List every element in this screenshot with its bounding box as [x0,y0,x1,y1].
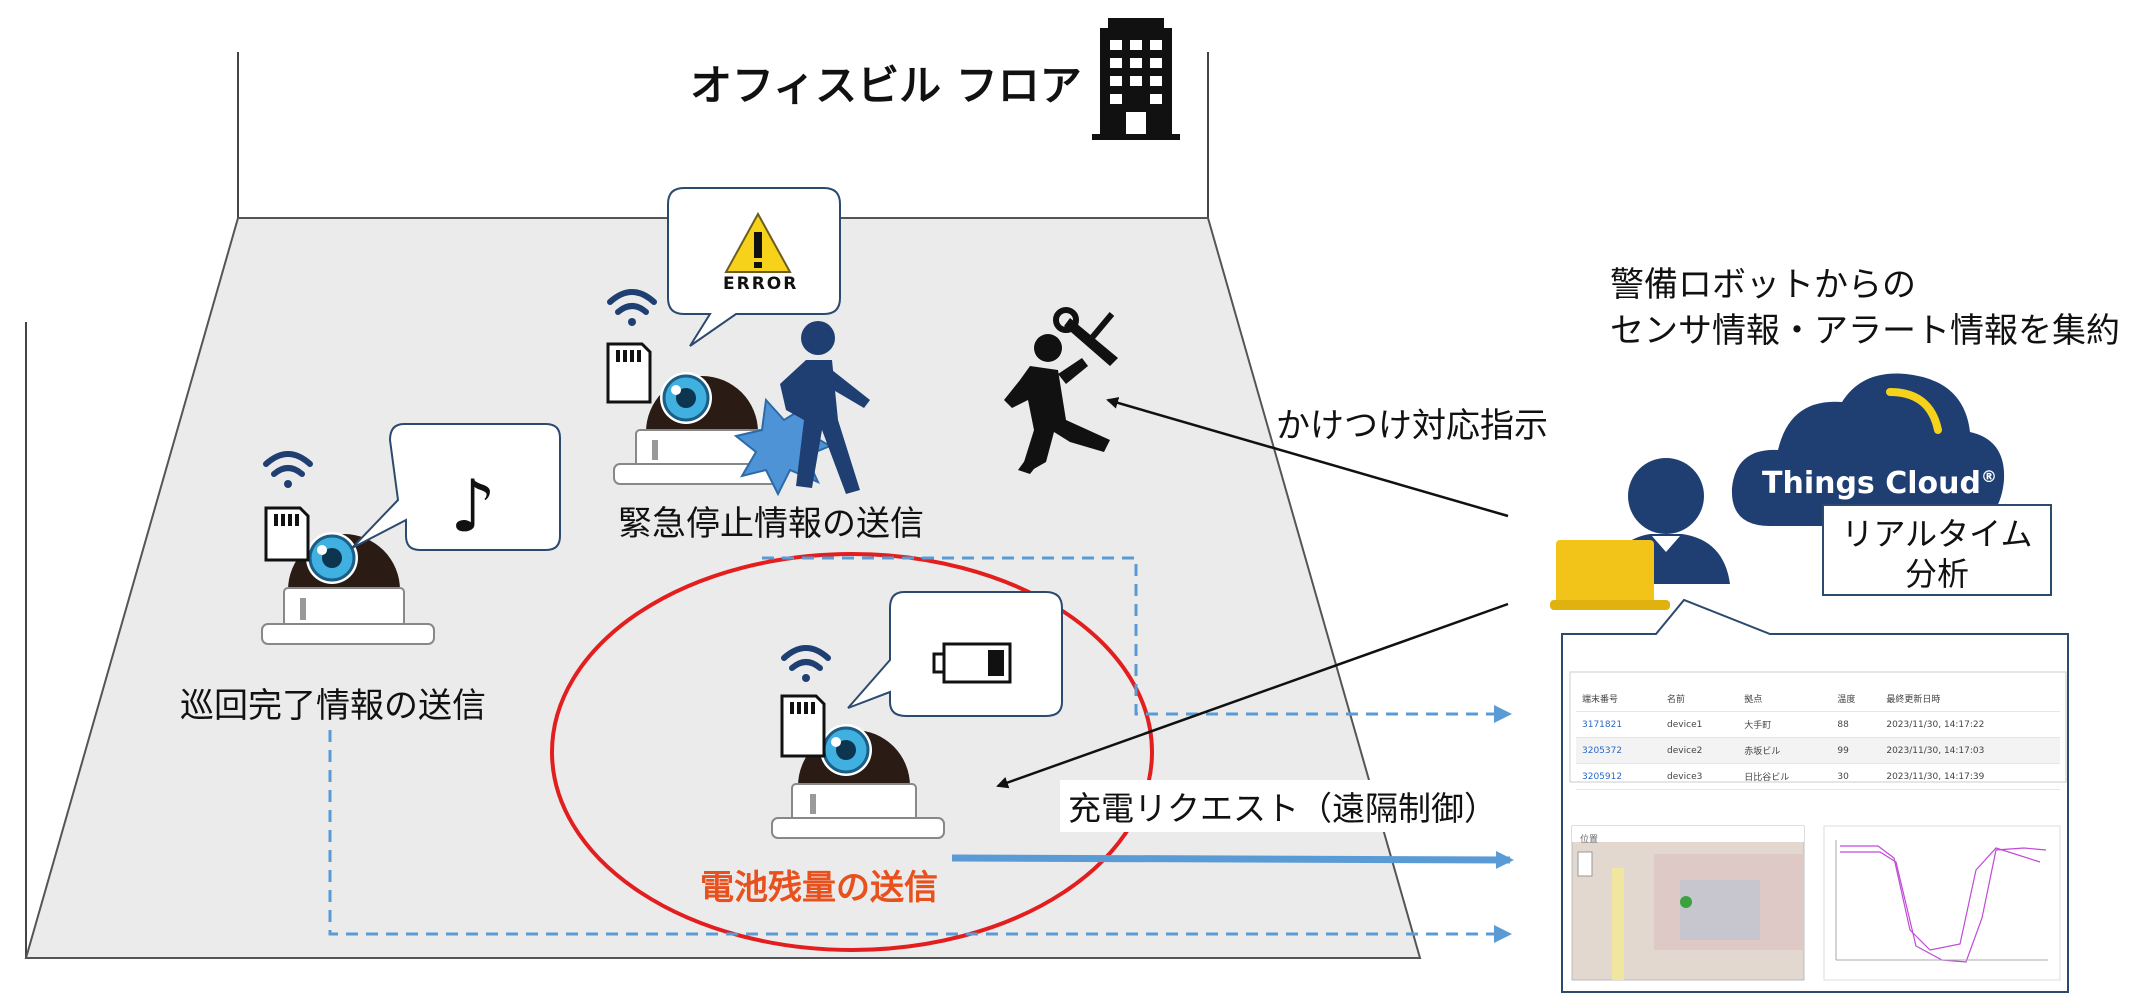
table-cell: device3 [1661,763,1739,790]
table-cell: 日比谷ビル [1738,763,1832,790]
table-cell: 30 [1831,763,1881,790]
patrol-robot [261,532,435,645]
operator-icon [1550,458,1730,610]
operator-to-battery-arrow [996,602,1509,789]
charge-request-arrow [951,850,1514,869]
realtime-analysis-box: リアルタイム 分析 [1822,504,2052,596]
office-floor [24,217,1422,959]
wifi-icon [263,451,313,488]
table-cell: 2023/11/30, 14:17:22 [1880,711,2060,738]
caption-battery: 電池残量の送信 [700,868,938,908]
dispatch-label: かけつけ対応指示 [1276,406,1548,446]
low-battery-icon [932,642,1012,684]
wifi-icon [607,289,657,326]
table-cell: 大手町 [1738,711,1832,738]
aggregate-text-line2: センサ情報・アラート情報を集約 [1610,311,2120,351]
table-cell: 88 [1831,711,1881,738]
emergency-robot [613,372,785,485]
table-header: 拠点 [1738,686,1832,712]
wifi-icon [781,645,831,682]
caption-patrol: 巡回完了情報の送信 [180,686,486,726]
table-cell: 2023/11/30, 14:17:03 [1880,737,2060,764]
table-cell: 赤坂ビル [1738,737,1832,764]
sd-card-icon [780,694,826,758]
walking-person-icon [780,321,870,494]
realtime-line2: 分析 [1904,555,1969,593]
dashboard-panel [1561,598,2069,993]
device-id-link[interactable]: 3205912 [1576,763,1662,790]
line-chart-card [1823,825,2061,981]
table-header: 温度 [1831,686,1881,712]
building-icon [1092,18,1180,140]
sd-card-icon [264,506,310,562]
speech-bubble-battery [847,591,1063,717]
table-header: 最終更新日時 [1880,686,2060,712]
map-header: 位置 [1580,835,1599,845]
charge-request-label: 充電リクエスト（遠隔制御） [1060,780,1505,832]
table-cell: device1 [1661,711,1739,738]
battery-highlight-ellipse [550,552,1154,952]
device-id-link[interactable]: 3205372 [1576,737,1662,764]
dispatch-arrow [1106,397,1509,518]
speech-bubble-music [351,423,561,551]
cloud-label: Things Cloud® [1762,466,1997,501]
things-cloud-logo [1731,373,2005,526]
table-header: 名前 [1661,686,1739,712]
building-walls [25,52,1209,958]
speech-bubble-error [667,187,841,347]
table-cell: device2 [1661,737,1739,764]
caption-emergency: 緊急停止情報の送信 [618,504,924,544]
table-row: 3205372 device2 赤坂ビル 99 2023/11/30, 14:1… [1576,737,2060,764]
sd-card-icon [606,342,652,404]
floor-title: オフィスビル フロア [690,61,1082,110]
table-header-row: 端末番号 名前 拠点 温度 最終更新日時 [1576,686,2060,712]
table-row: 3205912 device3 日比谷ビル 30 2023/11/30, 14:… [1576,763,2060,790]
data-flow-dashed-lines [328,556,1512,943]
battery-robot [771,724,945,839]
aggregate-text-line1: 警備ロボットからの [1610,265,1916,305]
realtime-line1: リアルタイム [1841,515,2033,553]
table-cell: 99 [1831,737,1881,764]
device-id-link[interactable]: 3171821 [1576,711,1662,738]
laptop-icon [1556,540,1654,604]
music-note-icon: ♪ [450,464,496,548]
table-cell: 2023/11/30, 14:17:39 [1880,763,2060,790]
runner-with-tools-icon [1004,307,1118,474]
error-label: ERROR [723,274,799,294]
table-row: 3171821 device1 大手町 88 2023/11/30, 14:17… [1576,711,2060,738]
table-header: 端末番号 [1576,686,1662,712]
device-table: 端末番号 名前 拠点 温度 最終更新日時 3171821 device1 大手町… [1576,686,2060,790]
